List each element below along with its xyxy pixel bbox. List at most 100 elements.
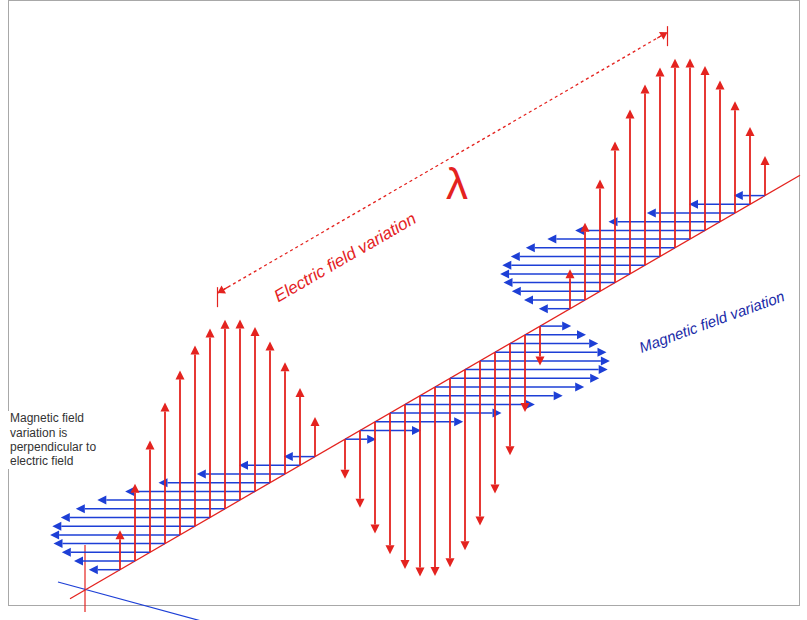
electric-arrow-shaft (419, 396, 421, 568)
magnetic-arrow-head (50, 530, 59, 539)
electric-arrow-shaft (299, 397, 301, 465)
magnetic-arrow-head (609, 217, 618, 226)
magnetic-arrow-shaft (61, 525, 195, 527)
electric-arrow-shaft (134, 493, 136, 561)
magnetic-arrow-head (62, 548, 71, 557)
electric-arrow-shaft (494, 352, 496, 484)
electric-arrow-head (221, 320, 230, 329)
electric-arrow-shaft (449, 378, 451, 558)
electric-arrow-shaft (629, 118, 631, 274)
electric-arrow-shaft (224, 329, 226, 509)
dimension-tick (217, 287, 218, 307)
magnetic-arrow-shaft (420, 395, 554, 397)
magnetic-arrow-head (562, 322, 571, 331)
magnetic-arrow-head (511, 252, 520, 261)
electric-field-arrows (116, 58, 770, 576)
vertical-axis (84, 545, 85, 612)
electric-arrow-head (281, 362, 290, 371)
electric-arrow-head (386, 545, 395, 554)
electric-arrow-head (626, 109, 635, 118)
electric-arrow-shaft (599, 189, 601, 292)
electric-arrow-head (686, 58, 695, 67)
electric-arrow-head (506, 446, 515, 455)
magnetic-arrow-shaft (70, 517, 210, 519)
electric-arrow-head (356, 499, 365, 508)
electric-arrow-shaft (164, 411, 166, 543)
electric-arrow-shaft (149, 450, 151, 553)
electric-arrow-head (341, 470, 350, 479)
electric-arrow-shaft (254, 336, 256, 492)
magnetic-arrow-head (524, 296, 533, 305)
magnetic-arrow-shaft (548, 308, 570, 310)
magnetic-arrow-head (539, 304, 548, 313)
electric-arrow-shaft (479, 361, 481, 517)
electric-arrow-head (536, 357, 545, 366)
electric-arrow-shaft (269, 351, 271, 483)
electric-arrow-head (416, 567, 425, 576)
electric-arrow-head (206, 329, 215, 338)
electric-arrow-head (371, 525, 380, 534)
magnetic-arrow-head (547, 235, 556, 244)
electric-arrow-shaft (119, 539, 121, 570)
electric-arrow-head (236, 319, 245, 328)
magnetic-arrow-shaft (525, 334, 577, 336)
magnetic-arrow-head (97, 496, 106, 505)
electric-arrow-head (701, 66, 710, 75)
magnetic-arrow-head (52, 522, 61, 531)
electric-arrow-shaft (434, 387, 436, 567)
electric-arrow-shaft (674, 68, 676, 248)
note-text: Magnetic field variation is perpendicula… (7, 411, 113, 469)
electric-arrow-shaft (719, 90, 721, 222)
electric-arrow-head (746, 127, 755, 136)
magnetic-arrow-shaft (465, 369, 599, 371)
electric-arrow-shaft (659, 77, 661, 257)
magnetic-arrow-shaft (83, 560, 135, 562)
magnetic-arrow-head (454, 417, 463, 426)
magnetic-arrow-shaft (375, 421, 454, 423)
magnetic-arrow-shaft (345, 438, 367, 440)
electric-arrow-shaft (734, 110, 736, 213)
magnetic-arrow-head (590, 374, 599, 383)
electric-arrow-head (446, 558, 455, 567)
magnetic-arrow-head (554, 391, 563, 400)
electric-arrow-head (671, 59, 680, 68)
magnetic-arrow-head (500, 269, 509, 278)
wavelength-symbol: λ (444, 162, 470, 206)
electric-arrow-head (176, 370, 185, 379)
magnetic-arrow-head (599, 365, 608, 374)
electric-arrow-shaft (404, 404, 406, 560)
electric-arrow-head (761, 156, 770, 165)
electric-arrow-head (521, 403, 530, 412)
electric-arrow-head (191, 346, 200, 355)
electric-arrow-head (431, 567, 440, 576)
dimension-arrow-head (218, 286, 227, 294)
magnetic-arrow-shaft (533, 299, 585, 301)
electric-arrow-head (266, 342, 275, 351)
electric-arrow-head (596, 180, 605, 189)
electric-arrow-shaft (764, 165, 766, 196)
electric-arrow-head (116, 530, 125, 539)
magnetic-arrow-head (54, 539, 63, 548)
electric-arrow-shaft (689, 67, 691, 239)
electric-arrow-head (146, 441, 155, 450)
magnetic-arrow-head (589, 339, 598, 348)
magnetic-arrow-shaft (106, 499, 240, 501)
electric-arrow-shaft (359, 431, 361, 499)
corner-axes (58, 545, 205, 620)
wavelength-dimension (218, 26, 668, 307)
magnetic-arrow-head (89, 565, 98, 574)
electric-arrow-shaft (209, 338, 211, 518)
magnetic-arrow-shaft (435, 386, 575, 388)
dimension-line (218, 32, 668, 293)
magnetic-arrow-head (74, 557, 83, 566)
magnetic-arrow-head (577, 330, 586, 339)
electric-arrow-head (461, 541, 470, 550)
magnetic-arrow-shaft (520, 256, 660, 258)
magnetic-arrow-head (504, 278, 513, 287)
electric-arrow-head (251, 327, 260, 336)
electric-arrow-shaft (284, 371, 286, 474)
electric-arrow-shaft (704, 75, 706, 231)
magnetic-arrow-head (493, 409, 502, 418)
